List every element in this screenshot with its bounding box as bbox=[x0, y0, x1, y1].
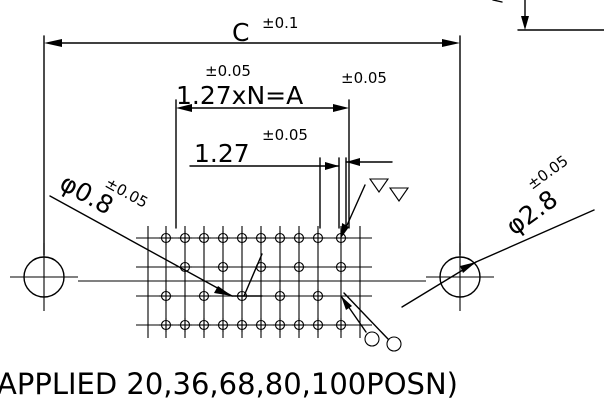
top-right-detail bbox=[492, 0, 604, 31]
callout-large-hole: φ2.8 ±0.05 bbox=[401, 152, 595, 308]
dim-pitch-total-tolerance-right: ±0.05 bbox=[341, 69, 387, 87]
small-circle-icon bbox=[386, 336, 402, 352]
dimension-c: C ±0.1 bbox=[43, 14, 461, 256]
triangle-marker-icon bbox=[388, 187, 410, 202]
small-circle-icon bbox=[364, 331, 380, 347]
dim-pitch-total-label: 1.27xN=A bbox=[176, 81, 303, 110]
lower-right-callout bbox=[340, 292, 402, 352]
dim-pitch-total-tolerance-left: ±0.05 bbox=[205, 62, 251, 80]
triangle-markers bbox=[341, 178, 410, 238]
pin-grid bbox=[136, 226, 372, 338]
dim-c-label: C bbox=[232, 18, 249, 47]
dim-c-tolerance: ±0.1 bbox=[262, 14, 298, 32]
mounting-hole-right bbox=[426, 243, 494, 311]
triangle-marker-icon bbox=[368, 178, 390, 193]
dim-pitch-tolerance: ±0.05 bbox=[262, 126, 308, 144]
dimension-pitch: 1.27 ±0.05 bbox=[189, 126, 393, 229]
dimension-pitch-total: ±0.05 1.27xN=A ±0.05 bbox=[175, 62, 387, 229]
applied-note: APPLIED 20,36,68,80,100POSN) bbox=[0, 367, 458, 401]
large-hole-label: φ2.8 bbox=[500, 184, 563, 241]
grid-break-mark bbox=[243, 253, 263, 297]
dim-pitch-label: 1.27 bbox=[194, 139, 250, 168]
mounting-hole-left bbox=[10, 243, 78, 311]
